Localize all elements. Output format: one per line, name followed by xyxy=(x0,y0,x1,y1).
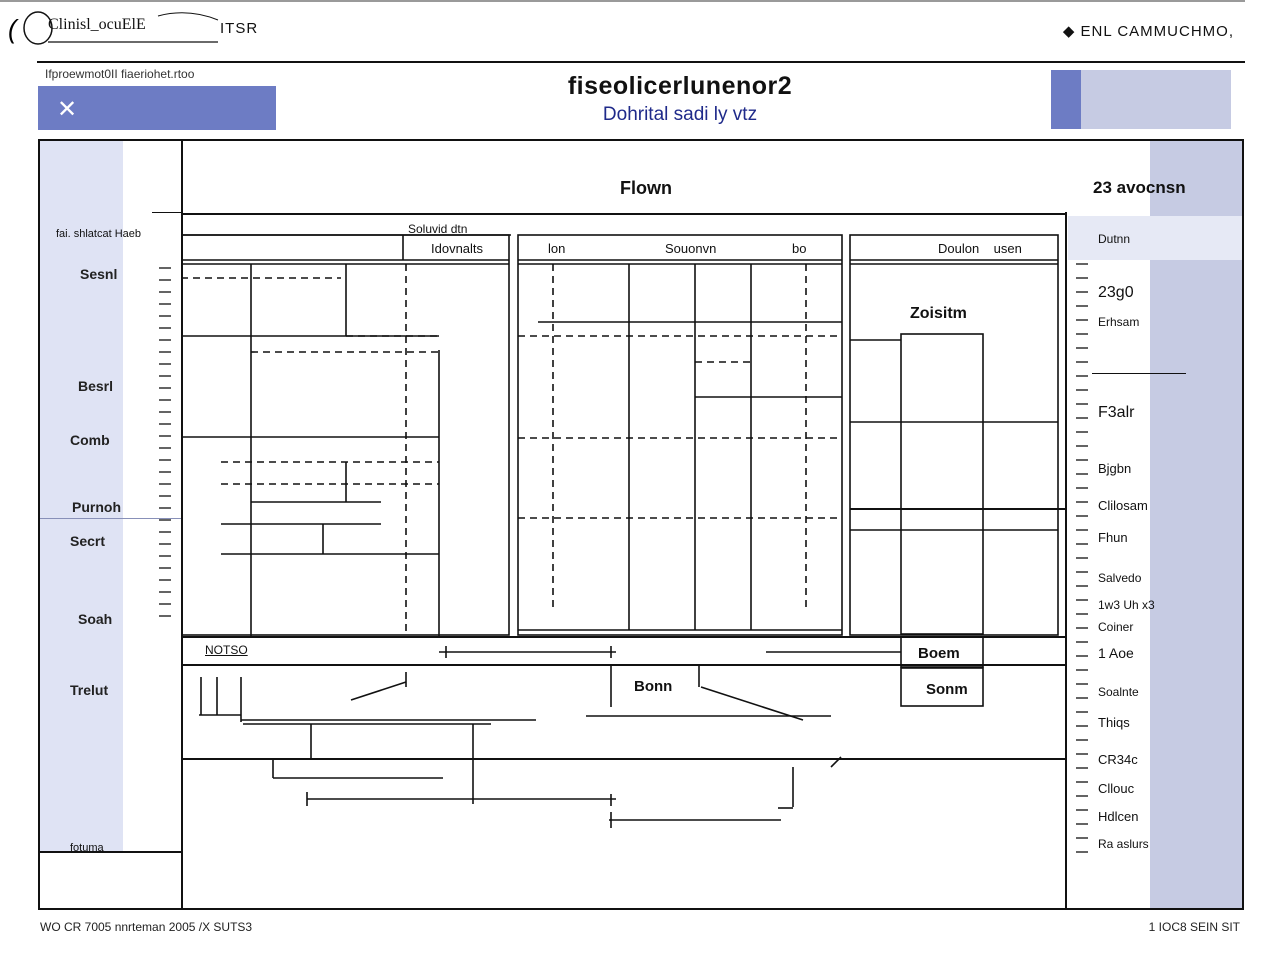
panel-2-column-3: bo xyxy=(792,241,807,256)
right-item-9[interactable]: Coiner xyxy=(1098,620,1134,634)
sidebar-bottom-divider xyxy=(40,851,181,853)
right-item-15[interactable]: Hdlcen xyxy=(1098,809,1139,824)
right-item-14[interactable]: Cllouc xyxy=(1098,781,1135,796)
sidebar-separator xyxy=(40,518,181,519)
close-button[interactable]: ✕ xyxy=(50,92,84,126)
right-panel-header-label: Dutnn xyxy=(1098,232,1131,246)
window-breadcrumb: Ifproewmot0II fiaeriohet.rtoo xyxy=(45,67,195,81)
flow-diagram xyxy=(181,213,1067,828)
left-ruler xyxy=(157,264,175,628)
panel-1-header: Soluvid dtn xyxy=(408,222,468,236)
row-label-center: Bonn xyxy=(634,678,673,695)
right-item-10[interactable]: 1 Aoe xyxy=(1098,645,1134,661)
right-item-1[interactable]: 23g0 xyxy=(1098,284,1134,301)
right-item-11[interactable]: Soalnte xyxy=(1098,685,1139,699)
right-panel-separator xyxy=(1092,373,1186,374)
sidebar-item-1[interactable]: Sesnl xyxy=(80,266,118,282)
svg-text:(: ( xyxy=(8,14,19,44)
sidebar-item-3[interactable]: Comb xyxy=(70,432,110,448)
row-label-3: Sonm xyxy=(926,681,968,698)
sidebar-divider xyxy=(181,141,183,910)
sidebar xyxy=(40,141,123,851)
sidebar-footer-label: fotuma xyxy=(70,842,104,854)
panel-3 xyxy=(849,234,1059,636)
right-panel-bg xyxy=(1150,141,1242,908)
panel-2-column-2: Souonvn xyxy=(665,241,717,256)
left-rail-label: fai. shlatcat Haeb xyxy=(56,228,141,240)
sidebar-item-2[interactable]: Besrl xyxy=(78,378,114,394)
right-ruler xyxy=(1075,260,1091,864)
right-panel-header xyxy=(1068,216,1242,260)
footer-right: 1 IOC8 SEIN SIT xyxy=(1148,920,1240,934)
panel-1-column: Idovnalts xyxy=(431,241,484,256)
header-action-accent xyxy=(1051,70,1081,129)
sidebar-item-5[interactable]: Secrt xyxy=(70,533,106,549)
right-item-2[interactable]: Erhsam xyxy=(1098,315,1140,329)
row-label-1: NOTSO xyxy=(205,643,248,657)
top-divider xyxy=(0,0,1245,2)
right-item-6[interactable]: Fhun xyxy=(1098,530,1128,545)
panel-3-label: Zoisitm xyxy=(910,305,967,322)
pin-icon: ◆ xyxy=(1062,23,1081,40)
right-item-13[interactable]: CR34c xyxy=(1098,752,1138,767)
sidebar-item-7[interactable]: Trelut xyxy=(70,682,109,698)
right-item-3[interactable]: F3alr xyxy=(1098,404,1135,421)
right-item-12[interactable]: Thiqs xyxy=(1098,715,1130,730)
right-item-4[interactable]: Bjgbn xyxy=(1098,461,1132,476)
logo-suffix: ITSR xyxy=(220,20,259,37)
right-item-16[interactable]: Ra aslurs xyxy=(1098,837,1149,851)
sidebar-tick xyxy=(152,212,182,213)
header-action-block[interactable] xyxy=(1051,70,1231,129)
close-bar xyxy=(38,86,276,130)
logo-wordmark: Clinisl_ocuElE xyxy=(48,16,146,33)
close-icon: ✕ xyxy=(56,95,78,123)
window-frame-top xyxy=(37,61,1245,913)
right-item-8[interactable]: 1w3 Uh x3 xyxy=(1098,598,1155,612)
main-panel xyxy=(38,139,1244,910)
panel-2 xyxy=(517,234,843,636)
panel-2-column-1: lon xyxy=(548,241,566,256)
sidebar-item-6[interactable]: Soah xyxy=(78,611,113,627)
footer-left: WO CR 7005 nnrteman 2005 /X SUTS3 xyxy=(40,920,253,934)
right-panel-divider xyxy=(1065,212,1067,910)
top-right-status: ◆ ENL CAMMUCHMO, xyxy=(1062,23,1234,40)
app-logo: ( xyxy=(8,6,268,48)
right-item-5[interactable]: Clilosam xyxy=(1098,498,1148,513)
flow-title: Flown xyxy=(620,178,672,198)
panel-1 xyxy=(181,234,510,636)
page-title: fiseolicerlunenor2 xyxy=(567,72,793,100)
row-label-2: Boem xyxy=(918,645,960,662)
side-panel-title: 23 avocnsn xyxy=(1093,178,1186,197)
right-item-7[interactable]: Salvedo xyxy=(1098,571,1142,585)
sidebar-item-4[interactable]: Purnoh xyxy=(72,499,121,515)
panel-3-header: Doulon usen xyxy=(938,241,1022,256)
page-subtitle: Dohrital sadi ly vtz xyxy=(602,104,758,125)
